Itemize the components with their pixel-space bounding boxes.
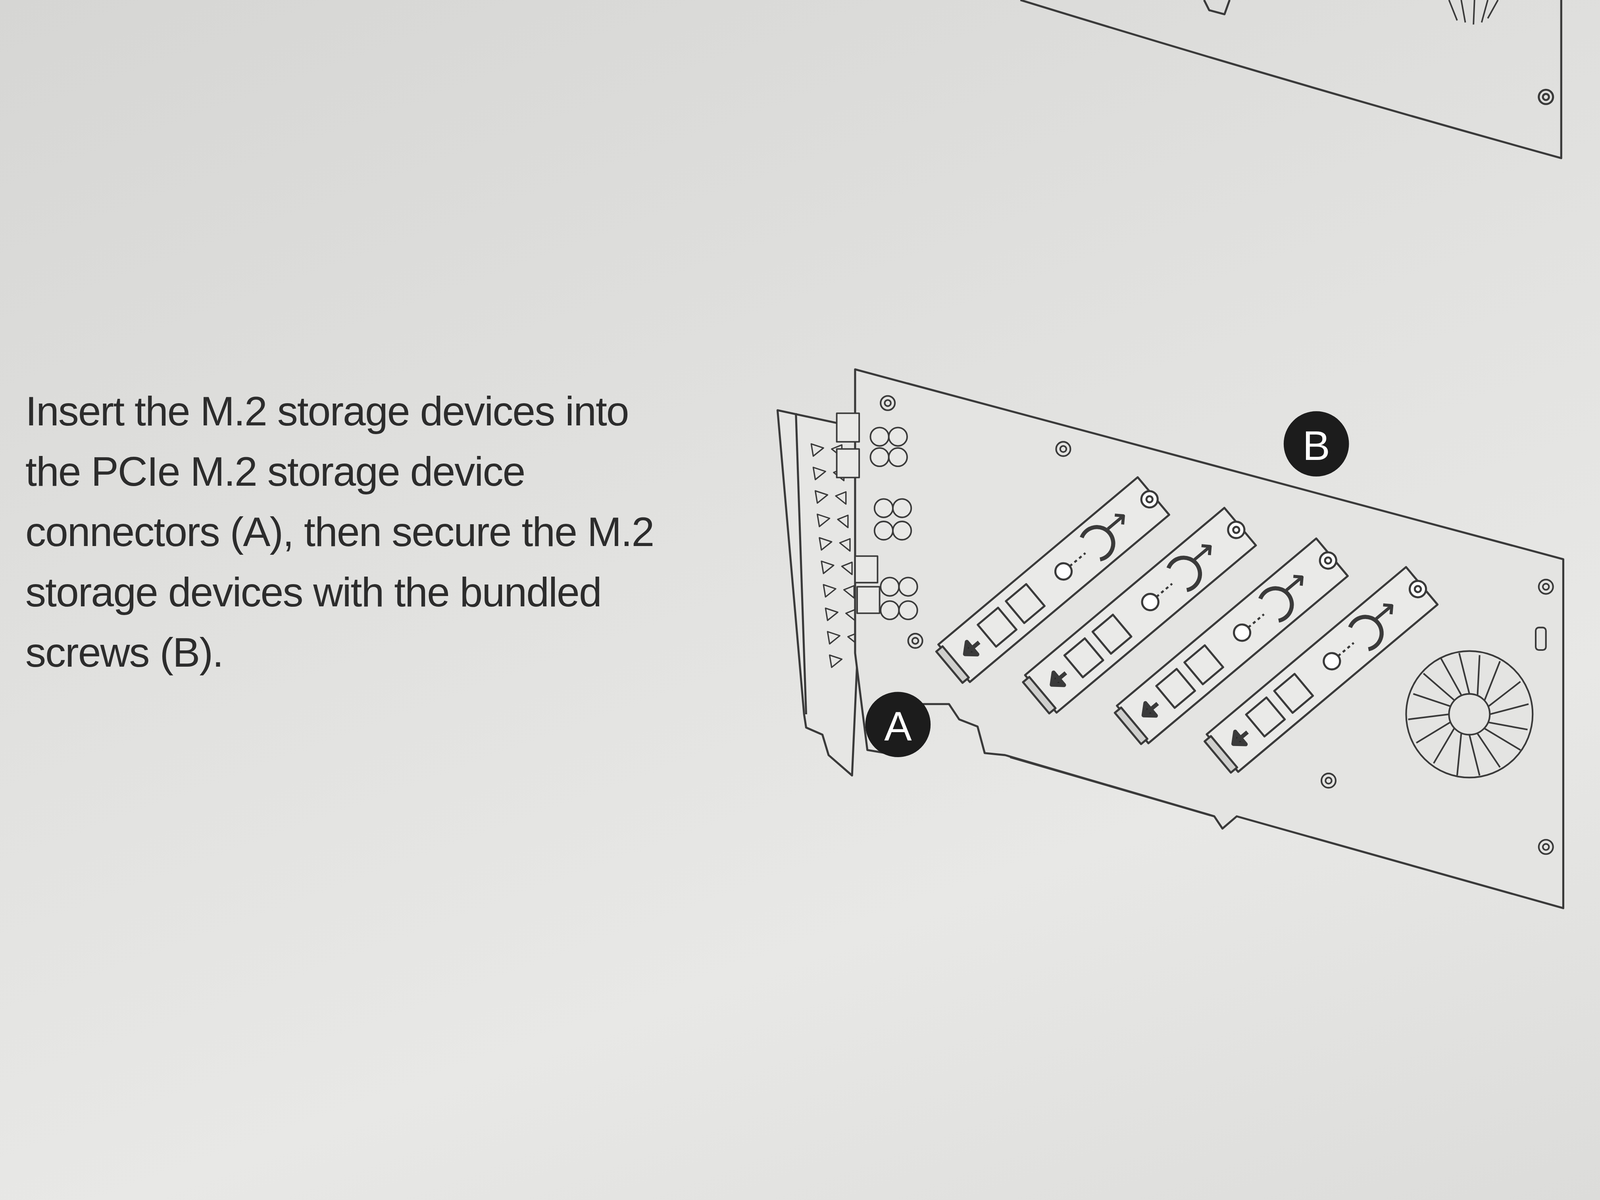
instruction-text: Insert the M.2 storage devices into the …	[25, 380, 677, 683]
callout-letter: A	[867, 705, 929, 747]
callout-letter: B	[1285, 425, 1347, 467]
